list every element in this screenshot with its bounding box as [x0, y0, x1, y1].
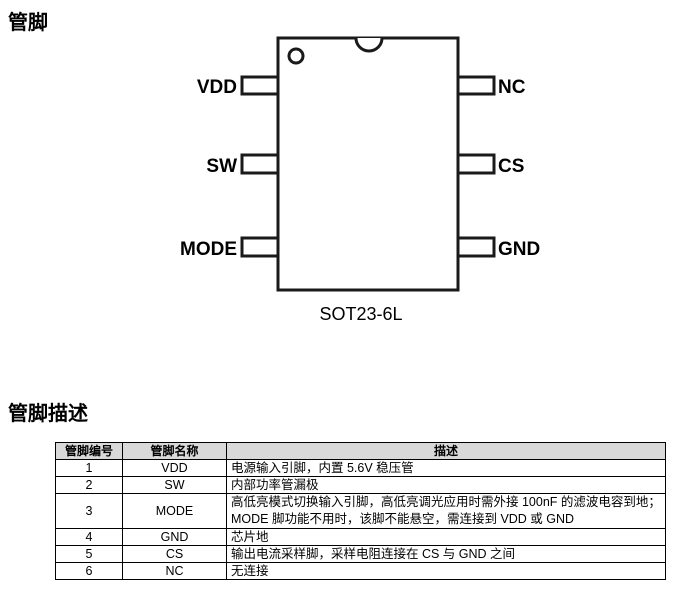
pin-name: VDD	[122, 459, 227, 477]
section-title-pins: 管脚	[8, 10, 48, 34]
pin-name: SW	[122, 476, 227, 494]
pin-nc	[456, 75, 496, 96]
pin-desc: 无连接	[226, 562, 666, 580]
pin-mode	[240, 236, 280, 258]
section-title-pin-description: 管脚描述	[8, 401, 88, 425]
pin-desc: 电源输入引脚，内置 5.6V 稳压管	[226, 459, 666, 477]
pin-desc: 高低亮模式切换输入引脚，高低亮调光应用时需外接 100nF 的滤波电容到地；MO…	[226, 493, 666, 529]
pin-label-vdd: VDD	[197, 77, 237, 98]
pin-label-gnd: GND	[498, 239, 540, 260]
pin-label-mode: MODE	[180, 239, 237, 260]
pin-number: 3	[55, 493, 123, 529]
header-description: 描述	[226, 442, 666, 460]
chip-body	[276, 36, 460, 292]
pin-name: GND	[122, 528, 227, 546]
pin-desc: 输出电流采样脚，采样电阻连接在 CS 与 GND 之间	[226, 545, 666, 563]
pinout-diagram: VDD SW MODE NC CS GND SOT23-6L	[180, 36, 540, 324]
pin-number: 2	[55, 476, 123, 494]
pin-gnd	[456, 236, 496, 258]
pin-label-cs: CS	[498, 156, 524, 177]
pin-number: 4	[55, 528, 123, 546]
pin-number: 5	[55, 545, 123, 563]
pin-name: NC	[122, 562, 227, 580]
header-pin-name: 管脚名称	[122, 442, 227, 460]
pin-name: MODE	[122, 493, 227, 529]
pin-number: 1	[55, 459, 123, 477]
pin-label-sw: SW	[206, 156, 237, 177]
pin-desc: 芯片地	[226, 528, 666, 546]
pin-sw	[240, 153, 280, 175]
pin-label-nc: NC	[498, 77, 526, 98]
package-name: SOT23-6L	[319, 304, 402, 324]
table-header-row: 管脚编号 管脚名称 描述	[55, 442, 666, 460]
pin1-marker-icon	[287, 47, 305, 65]
notch-icon	[354, 37, 384, 53]
pin-cs	[456, 153, 496, 175]
pin-name: CS	[122, 545, 227, 563]
pin-number: 6	[55, 562, 123, 580]
pin-vdd	[240, 75, 280, 96]
pin-desc: 内部功率管漏极	[226, 476, 666, 494]
header-pin-number: 管脚编号	[55, 442, 123, 460]
